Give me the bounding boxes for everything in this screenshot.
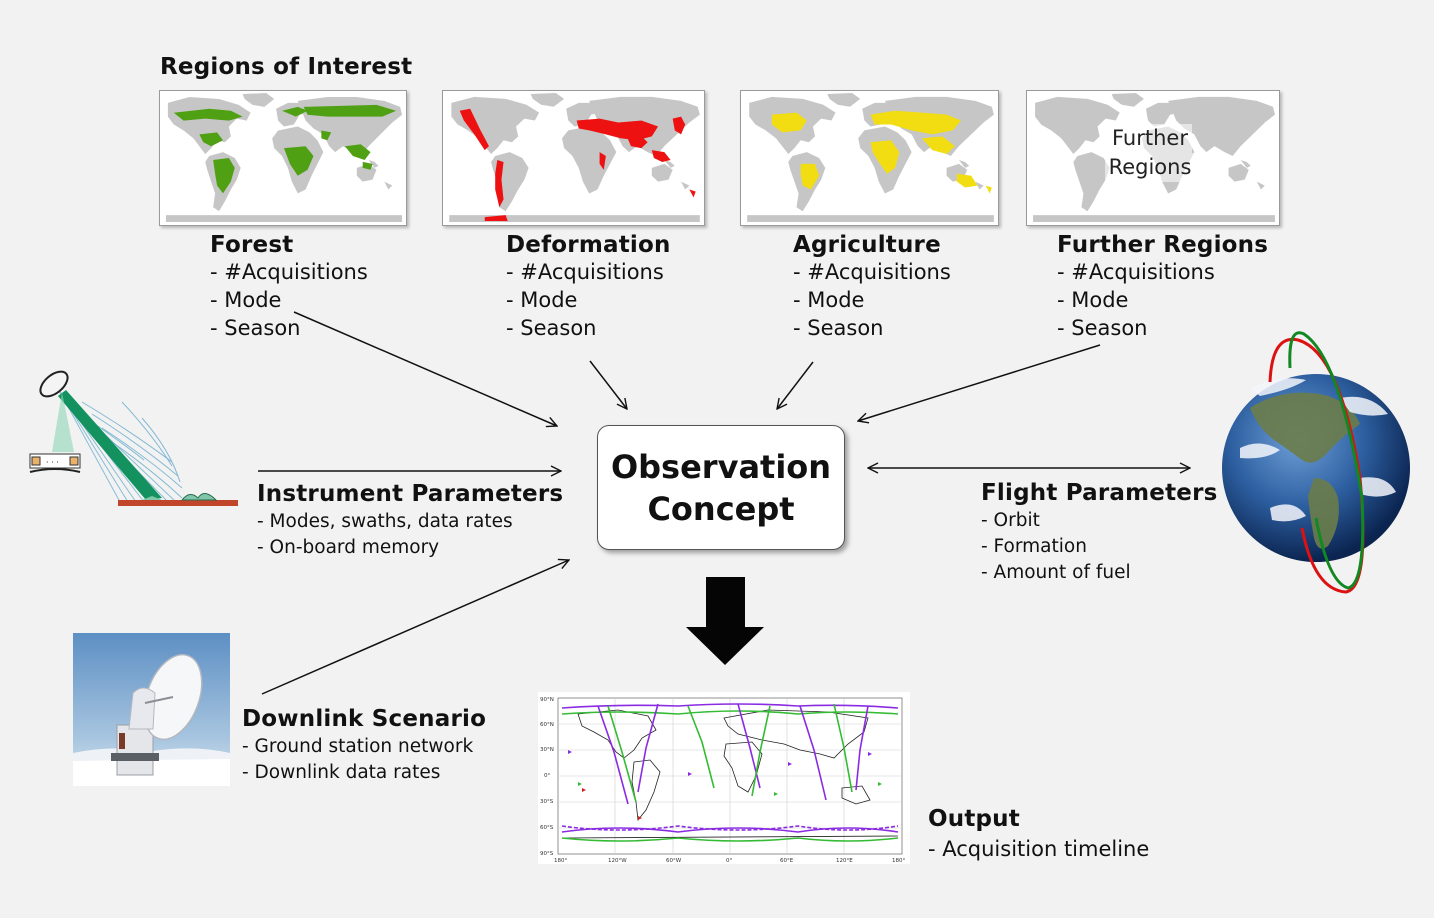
output-block: Output - Acquisition timeline [928,806,1149,864]
lat-tick-0: 90°N [540,697,554,703]
timeline-swaths [561,703,899,842]
lon-tick-labels: 180° 120°W 60°W 0° 60°E 120°E 180° [554,858,905,864]
further-regions-param-season: - Season [1057,316,1148,340]
output-params: - Acquisition timeline [928,834,1149,864]
further-regions-map-label: Further Regions [1085,124,1215,182]
big-down-arrow [686,577,764,665]
deformation-title: Deformation [506,232,671,258]
further-regions-label-line1: Further [1108,124,1192,153]
instrument-title: Instrument Parameters [257,481,564,507]
deformation-param-mode: - Mode [506,288,578,312]
lat-tick-labels: 90°N 60°N 30°N 0° 30°S 60°S 90°S [540,697,554,857]
further-regions-params: - #Acquisitions - Mode - Season [1057,258,1268,342]
forest-map [159,90,407,226]
downlink-block: Downlink Scenario - Ground station netwo… [242,706,486,786]
lon-tick-5: 120°E [836,858,853,864]
ground-surface [118,500,238,506]
instrument-block: Instrument Parameters - Modes, swaths, d… [257,481,563,561]
lon-tick-6: 180° [892,858,905,864]
lat-tick-6: 90°S [540,851,554,857]
forest-params: - #Acquisitions - Mode - Season [210,258,368,342]
arrow-agriculture-to-concept [777,361,814,409]
forest-param-mode: - Mode [210,288,282,312]
timeline-coastlines [561,709,899,839]
lat-tick-4: 30°S [540,799,554,805]
agriculture-block: Agriculture - #Acquisitions - Mode - Sea… [793,232,951,342]
deformation-map [442,90,705,226]
lon-tick-4: 60°E [780,858,794,864]
satellite-dish-icon [39,370,69,398]
sar-instrument-illustration: · · · [29,370,238,506]
downlink-title: Downlink Scenario [242,706,487,732]
agriculture-param-acquisitions: - #Acquisitions [793,260,951,284]
instrument-params: - Modes, swaths, data rates - On-board m… [257,509,563,561]
output-param-timeline: - Acquisition timeline [928,837,1150,861]
lon-tick-0: 180° [554,858,567,864]
deformation-param-acquisitions: - #Acquisitions [506,260,664,284]
regions-of-interest-title: Regions of Interest [160,54,413,80]
deformation-params: - #Acquisitions - Mode - Season [506,258,671,342]
forest-block: Forest - #Acquisitions - Mode - Season [210,232,368,342]
deformation-param-season: - Season [506,316,597,340]
earth-land [1250,392,1360,549]
observation-concept-line1: Observation [610,447,832,486]
flight-param-formation: - Formation [981,536,1087,557]
output-title: Output [928,806,1020,832]
flight-params: - Orbit - Formation - Amount of fuel [981,508,1218,586]
flight-block: Flight Parameters - Orbit - Formation - … [981,480,1218,586]
svg-text:· · ·: · · · [46,458,59,467]
antenna-array-icon: · · · [29,453,81,473]
forest-param-season: - Season [210,316,301,340]
agriculture-params: - #Acquisitions - Mode - Season [793,258,951,342]
flight-title: Flight Parameters [981,480,1218,506]
agriculture-param-season: - Season [793,316,884,340]
instrument-param-memory: - On-board memory [257,537,440,558]
arrow-downlink-to-concept [261,560,569,695]
downlink-param-rates: - Downlink data rates [242,762,441,783]
ground-station-dish-icon [143,653,203,741]
instrument-param-modes: - Modes, swaths, data rates [257,511,513,532]
lon-tick-3: 0° [726,858,732,864]
lat-tick-1: 60°N [540,722,554,728]
earth-orbit-illustration [1222,331,1410,594]
acquisition-timeline-map: 90°N 60°N 30°N 0° 30°S 60°S 90°S 180° 12… [538,692,910,864]
observation-concept-line2: Concept [647,489,795,528]
downlink-param-network: - Ground station network [242,736,474,757]
arrow-further-to-concept [858,344,1101,421]
lat-tick-5: 60°S [540,825,554,831]
forest-world-map [165,93,403,222]
deformation-block: Deformation - #Acquisitions - Mode - Sea… [506,232,671,342]
ground-station-photo [73,633,230,786]
further-regions-block: Further Regions - #Acquisitions - Mode -… [1057,232,1268,342]
lon-tick-2: 60°W [666,858,682,864]
further-regions-param-mode: - Mode [1057,288,1129,312]
radar-main-beam [58,390,162,500]
observation-concept-box: Observation Concept [597,425,845,550]
further-regions-title: Further Regions [1057,232,1269,258]
flight-param-orbit: - Orbit [981,510,1040,531]
arrow-deformation-to-concept [589,360,627,409]
timeline-marks [568,750,872,776]
forest-param-acquisitions: - #Acquisitions [210,260,368,284]
downlink-params: - Ground station network - Downlink data… [242,734,486,786]
flight-param-fuel: - Amount of fuel [981,562,1131,583]
agriculture-map [740,90,999,226]
deformation-world-map [449,92,700,223]
further-regions-label-line2: Regions [1104,153,1196,182]
agriculture-title: Agriculture [793,232,941,258]
forest-title: Forest [210,232,294,258]
lat-tick-2: 30°N [540,747,554,753]
agriculture-param-mode: - Mode [793,288,865,312]
agriculture-world-map [747,92,994,223]
further-regions-param-acquisitions: - #Acquisitions [1057,260,1215,284]
green-orbit [1288,331,1365,590]
lat-tick-3: 0° [544,773,550,779]
lon-tick-1: 120°W [608,858,627,864]
